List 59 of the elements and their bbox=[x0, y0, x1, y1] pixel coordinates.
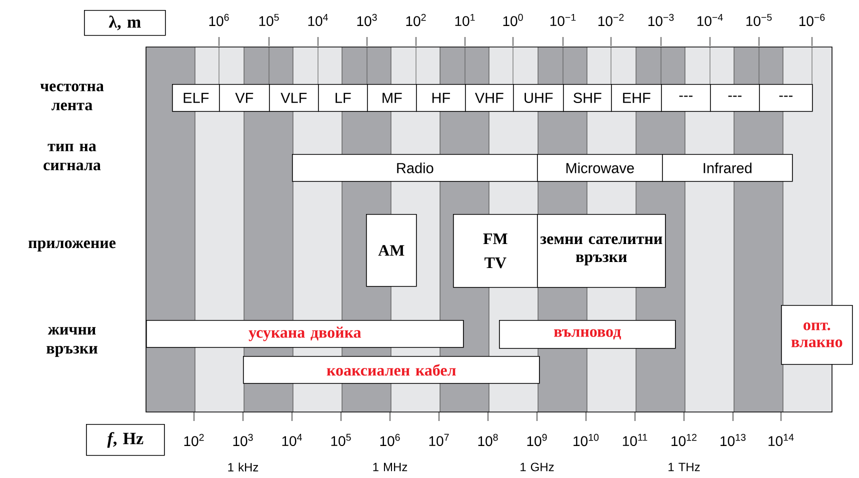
application-box: AM bbox=[366, 214, 417, 287]
band-box: EHF bbox=[611, 84, 662, 112]
row-label: честотна лента bbox=[40, 84, 104, 110]
signal-type-box: Microwave bbox=[537, 154, 663, 182]
tick-label: 10$^{12}$ bbox=[672, 434, 696, 446]
tick-label: 10$^{4}$ bbox=[282, 434, 302, 446]
band-box: --- bbox=[661, 84, 711, 112]
band-box: UHF bbox=[513, 84, 564, 112]
band-box: VHF bbox=[465, 84, 514, 112]
row-label: жични връзки bbox=[46, 327, 98, 357]
cable-box: опт. влакно bbox=[781, 305, 853, 365]
cable-box: коаксиален кабел bbox=[243, 356, 540, 384]
tick-label: 10$^{−1}$ bbox=[550, 14, 576, 26]
unit-label: 1 THz bbox=[668, 462, 700, 472]
tick-label: 10$^{−6}$ bbox=[799, 14, 825, 26]
tick-label: 10$^{3}$ bbox=[233, 434, 253, 446]
tick-label: 10$^{14}$ bbox=[768, 434, 794, 446]
band-box: VLF bbox=[269, 84, 319, 112]
row-label: приложение bbox=[28, 240, 116, 252]
tick-label: 10$^{−4}$ bbox=[697, 14, 723, 26]
band-box: ELF bbox=[172, 84, 220, 112]
axis-title-box: λ, m bbox=[84, 10, 166, 36]
application-box: земни сателитни връзки bbox=[537, 214, 666, 288]
signal-type-box: Radio bbox=[292, 154, 538, 182]
application-box: FM TV bbox=[453, 214, 538, 288]
cable-box: вълновод bbox=[499, 320, 676, 349]
tick-label: 10$^{7}$ bbox=[429, 434, 449, 446]
unit-label: 1 kHz bbox=[228, 462, 258, 472]
tick-label: 10$^{1}$ bbox=[455, 14, 475, 26]
tick-label: 10$^{4}$ bbox=[308, 14, 328, 26]
signal-type-box: Infrared bbox=[662, 154, 793, 182]
tick-label: 10$^{11}$ bbox=[622, 434, 648, 446]
tick-label: 10$^{5}$ bbox=[259, 14, 279, 26]
tick-label: 10$^{2}$ bbox=[406, 14, 426, 26]
tick-label: 10$^{−2}$ bbox=[598, 14, 624, 26]
tick-label: 10$^{2}$ bbox=[184, 434, 204, 446]
tick-label: 10$^{5}$ bbox=[331, 434, 351, 446]
tick-label: 10$^{8}$ bbox=[478, 434, 498, 446]
tick-label: 10$^{−3}$ bbox=[648, 14, 674, 26]
tick-label: 10$^{3}$ bbox=[357, 14, 377, 26]
tick-label: 10$^{9}$ bbox=[527, 434, 547, 446]
band-box: LF bbox=[318, 84, 368, 112]
unit-label: 1 MHz bbox=[373, 462, 408, 472]
band-box: SHF bbox=[563, 84, 612, 112]
tick-label: 10$^{13}$ bbox=[720, 434, 746, 446]
band-box: HF bbox=[416, 84, 466, 112]
band-box: --- bbox=[710, 84, 760, 112]
row-label: тип на сигнала bbox=[44, 144, 101, 170]
band-box: MF bbox=[367, 84, 417, 112]
band-box: --- bbox=[759, 84, 813, 112]
tick-label: 10$^{−5}$ bbox=[746, 14, 772, 26]
tick-label: 10$^{6}$ bbox=[380, 434, 400, 446]
unit-label: 1 GHz bbox=[520, 462, 554, 472]
axis-title-box: f, Hz bbox=[86, 424, 165, 456]
tick-label: 10$^{0}$ bbox=[503, 14, 523, 26]
cable-box: усукана двойка bbox=[146, 320, 464, 348]
tick-label: 10$^{10}$ bbox=[574, 434, 599, 446]
tick-label: 10$^{6}$ bbox=[209, 14, 229, 26]
band-box: VF bbox=[219, 84, 270, 112]
